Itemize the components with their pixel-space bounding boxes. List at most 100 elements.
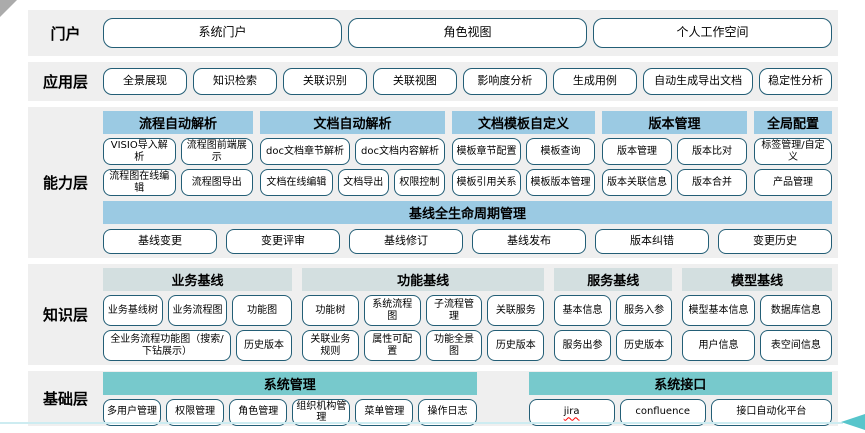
node-历史版本: 历史版本 [615,330,673,361]
node-文档导出: 文档导出 [337,169,389,196]
node-稳定性分析: 稳定性分析 [759,68,832,95]
node-模型基本信息: 模型基本信息 [682,295,755,326]
node-模板引用关系: 模板引用关系 [452,169,521,196]
node-基线修订: 基线修订 [349,229,463,254]
node-doc文档章节解析: doc文档章节解析 [260,138,350,165]
layer-label-portal: 门户 [50,24,81,43]
node-关联服务: 关联服务 [487,295,545,326]
node-功能全景图: 功能全景图 [425,330,483,361]
node-版本关联信息: 版本关联信息 [602,169,672,196]
node-基线变更: 基线变更 [103,229,217,254]
node-row: 服务出参历史版本 [554,330,673,361]
node-生成用例: 生成用例 [552,68,637,95]
node-属性可配置: 属性可配置 [363,330,421,361]
corner-fold-decoration [0,0,17,17]
column-全局配置: 全局配置标签管理/自定义产品管理 [754,111,832,196]
column-header: 功能基线 [302,268,545,291]
node-历史版本: 历史版本 [236,330,293,361]
node-服务入参: 服务入参 [615,295,673,326]
node-流程图导出: 流程图导出 [180,169,253,196]
node-关联业务规则: 关联业务规则 [302,330,359,361]
node-系统流程图: 系统流程图 [363,295,421,326]
application-content: 全景展现知识检索关联识别关联视图影响度分析生成用例自动生成导出文档稳定性分析 [103,62,838,101]
node-基线发布: 基线发布 [472,229,586,254]
node-服务出参: 服务出参 [554,330,611,361]
node-doc文档内容解析: doc文档内容解析 [355,138,445,165]
node-个人工作空间: 个人工作空间 [593,18,832,48]
layer-label-application: 应用层 [42,73,88,91]
node-业务基线树: 业务基线树 [103,295,163,326]
node-子流程管理: 子流程管理 [425,295,483,326]
layer-label-capability: 能力层 [42,174,88,192]
node-row: 功能树系统流程图子流程管理关联服务 [302,295,545,326]
node-row: 用户信息表空间信息 [682,330,833,361]
node-row: 版本关联信息版本合并 [602,169,747,196]
node-操作日志: 操作日志 [418,398,477,426]
left-arrow-icon [841,414,865,430]
column-header: 全局配置 [754,111,832,134]
node-菜单管理: 菜单管理 [355,398,414,426]
node-业务流程图: 业务流程图 [167,295,228,326]
node-标签管理/自定义: 标签管理/自定义 [754,138,832,165]
node-多用户管理: 多用户管理 [103,398,162,426]
node-流程图前端展示: 流程图前端展示 [180,138,253,165]
column-功能基线: 功能基线功能树系统流程图子流程管理关联服务关联业务规则属性可配置功能全景图历史版… [302,268,545,361]
node-组织机构管理: 组织机构管理 [292,398,351,426]
node-row: 基本信息服务入参 [554,295,673,326]
node-row: 多用户管理权限管理角色管理组织机构管理菜单管理操作日志 [103,398,477,426]
node-接口自动化平台: 接口自动化平台 [710,398,833,426]
layer-label-knowledge: 知识层 [42,306,88,324]
node-jira: jira [528,398,615,426]
node-模板章节配置: 模板章节配置 [452,138,521,165]
node-版本比对: 版本比对 [677,138,747,165]
node-row: 模型基本信息数据库信息 [682,295,833,326]
node-知识检索: 知识检索 [192,68,277,95]
node-模板查询: 模板查询 [526,138,595,165]
node-用户信息: 用户信息 [682,330,755,361]
node-历史版本: 历史版本 [487,330,545,361]
knowledge-content: 业务基线业务基线树业务流程图功能图全业务流程功能图（搜索/下钻展示）历史版本功能… [103,264,838,365]
baseline-lifecycle-banner: 基线全生命周期管理 [103,201,832,224]
node-版本管理: 版本管理 [602,138,672,165]
node-row: 全业务流程功能图（搜索/下钻展示）历史版本 [103,330,293,361]
column-header: 文档自动解析 [260,111,445,134]
node-功能树: 功能树 [302,295,359,326]
node-功能图: 功能图 [232,295,293,326]
node-confluence: confluence [619,398,706,426]
knowledge-columns: 业务基线业务基线树业务流程图功能图全业务流程功能图（搜索/下钻展示）历史版本功能… [103,268,833,361]
layer-label-base: 基础层 [42,390,88,408]
node-角色视图: 角色视图 [348,18,587,48]
node-影响度分析: 影响度分析 [462,68,547,95]
node-版本纠错: 版本纠错 [595,229,709,254]
column-header: 流程自动解析 [103,111,253,134]
node-row: 版本管理版本比对 [602,138,747,165]
node-基本信息: 基本信息 [554,295,611,326]
node-变更评审: 变更评审 [226,229,340,254]
baseline-node-row: 基线变更变更评审基线修订基线发布版本纠错变更历史 [103,229,832,254]
node-全景展现: 全景展现 [103,68,187,95]
column-header: 业务基线 [103,268,293,291]
node-row: 模板章节配置模板查询 [452,138,595,165]
node-版本合并: 版本合并 [677,169,747,196]
column-文档模板自定义: 文档模板自定义模板章节配置模板查询模板引用关系模板版本管理 [452,111,595,196]
node-文档在线编辑: 文档在线编辑 [260,169,333,196]
column-模型基线: 模型基线模型基本信息数据库信息用户信息表空间信息 [682,268,833,361]
column-header: 文档模板自定义 [452,111,595,134]
node-关联识别: 关联识别 [282,68,367,95]
bottom-accent-line [0,422,843,424]
column-header: 系统接口 [528,371,832,395]
layer-portal: 门户 系统门户角色视图个人工作空间 [28,10,838,56]
node-row: 文档在线编辑文档导出权限控制 [260,169,445,196]
node-产品管理: 产品管理 [754,169,832,196]
node-关联视图: 关联视图 [372,68,457,95]
layer-application: 应用层 全景展现知识检索关联识别关联视图影响度分析生成用例自动生成导出文档稳定性… [28,62,838,101]
node-流程图在线编辑: 流程图在线编辑 [103,169,176,196]
